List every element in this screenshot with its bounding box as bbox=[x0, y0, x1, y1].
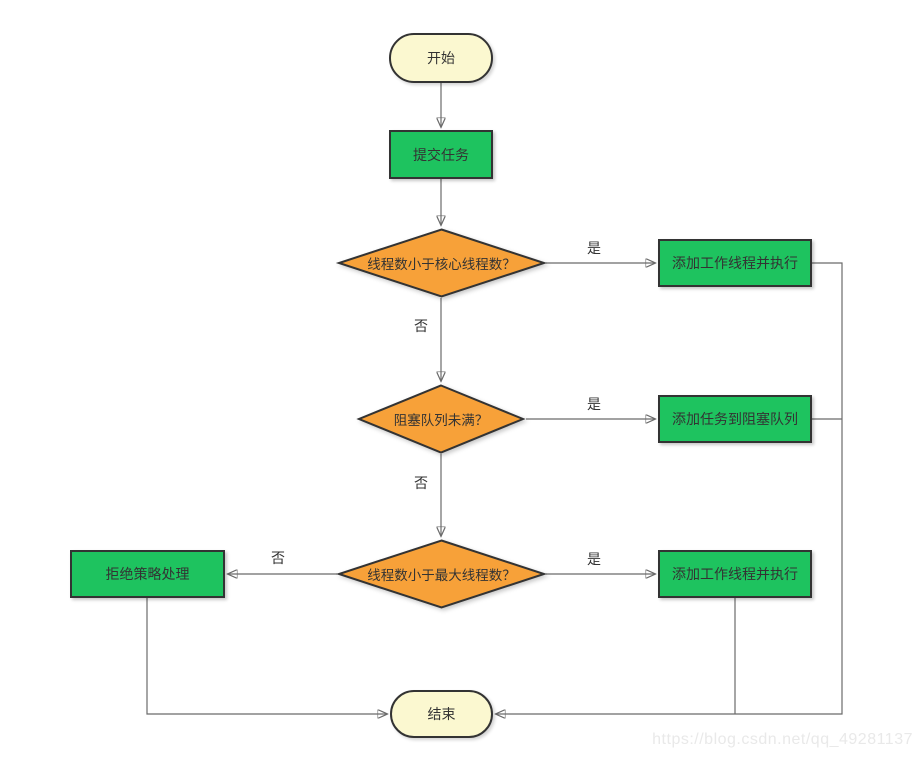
reject-policy-label: 拒绝策略处理 bbox=[105, 566, 190, 582]
add-task-queue-label: 添加任务到阻塞队列 bbox=[672, 411, 798, 427]
decision-max-threads: 线程数小于最大线程数？ bbox=[335, 539, 548, 609]
decision-core-label: 线程数小于核心线程数？ bbox=[367, 257, 516, 272]
decision-max-label: 线程数小于最大线程数？ bbox=[367, 568, 516, 583]
end-label: 结束 bbox=[427, 706, 456, 722]
edge-label-no-queue: 否 bbox=[414, 475, 428, 491]
submit-task-label: 提交任务 bbox=[413, 146, 469, 163]
watermark-url: https://blog.csdn.net/qq_49281137 bbox=[652, 731, 913, 748]
end-terminal: 结束 bbox=[390, 690, 493, 738]
process-add-worker-2: 添加工作线程并执行 bbox=[658, 550, 812, 598]
start-label: 开始 bbox=[427, 50, 455, 66]
add-worker-2-label: 添加工作线程并执行 bbox=[672, 566, 798, 582]
diamond-shape bbox=[335, 228, 548, 298]
decision-queue-label: 阻塞队列未满？ bbox=[393, 413, 489, 428]
diamond-shape bbox=[356, 384, 526, 454]
edge-label-yes-queue: 是 bbox=[587, 396, 601, 412]
edge-label-yes-max: 是 bbox=[587, 551, 601, 567]
add-worker-1-label: 添加工作线程并执行 bbox=[672, 255, 798, 271]
process-add-task-queue: 添加任务到阻塞队列 bbox=[658, 395, 812, 443]
edge-label-no-core: 否 bbox=[414, 318, 428, 334]
diamond-shape bbox=[335, 539, 548, 609]
start-terminal: 开始 bbox=[389, 33, 493, 83]
process-reject-policy: 拒绝策略处理 bbox=[70, 550, 225, 598]
process-submit-task: 提交任务 bbox=[389, 130, 493, 179]
decision-blocking-queue: 阻塞队列未满？ bbox=[356, 384, 526, 454]
process-add-worker-1: 添加工作线程并执行 bbox=[658, 239, 812, 287]
edge-label-yes-core: 是 bbox=[587, 240, 601, 256]
edge-label-no-max: 否 bbox=[271, 550, 285, 566]
decision-core-threads: 线程数小于核心线程数？ bbox=[335, 228, 548, 298]
